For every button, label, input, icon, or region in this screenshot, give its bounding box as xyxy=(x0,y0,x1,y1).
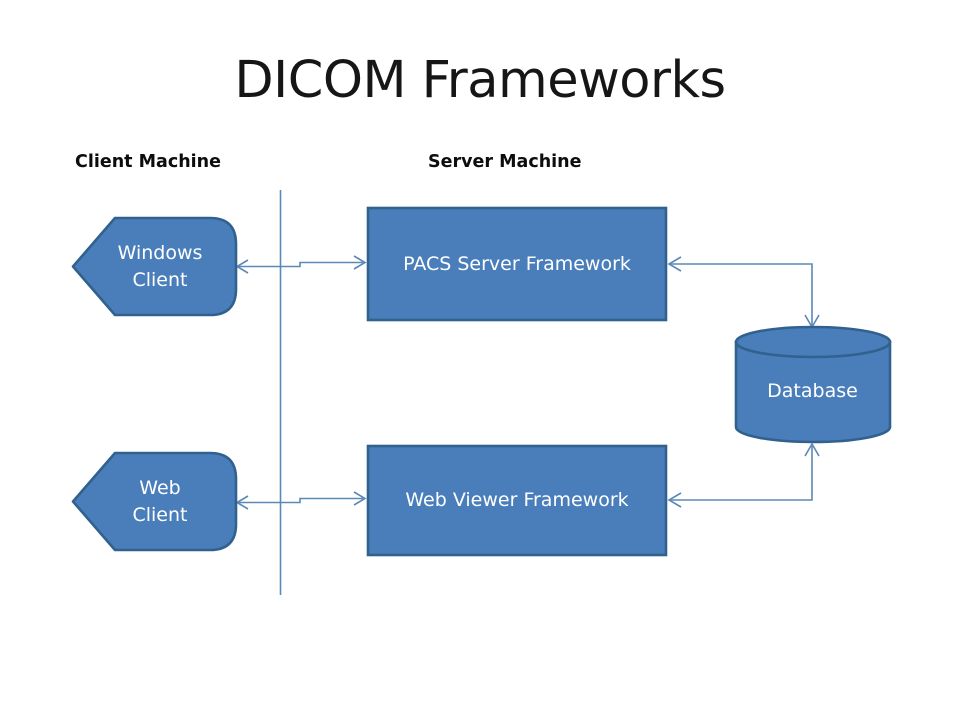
node-database[interactable] xyxy=(734,325,892,444)
node-pacs-server-framework[interactable] xyxy=(366,206,668,322)
column-heading-server-machine: Server Machine xyxy=(428,152,582,172)
connector-pacs-to-database xyxy=(667,256,820,329)
page-title: DICOM Frameworks xyxy=(234,51,726,110)
node-web-viewer-framework[interactable] xyxy=(366,444,668,557)
connector-web-client-to-web-viewer xyxy=(235,491,367,510)
connector-database-to-web-viewer xyxy=(667,442,820,508)
node-windows-client[interactable] xyxy=(71,216,238,317)
node-web-client[interactable] xyxy=(71,451,238,552)
column-heading-client-machine: Client Machine xyxy=(75,152,222,172)
connector-windows-client-to-pacs xyxy=(235,255,367,274)
